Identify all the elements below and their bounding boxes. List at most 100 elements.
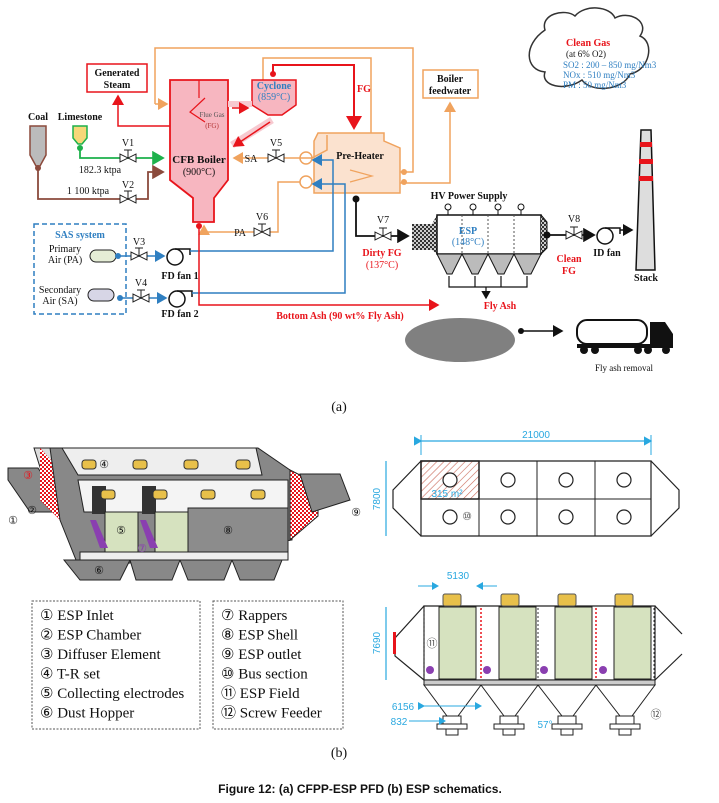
legend-item: ⑨ ESP outlet: [221, 647, 302, 663]
valve-v7-label: V7: [377, 215, 389, 226]
flue-gas-abbr: (FG): [205, 122, 219, 130]
limestone-hopper: [72, 125, 88, 145]
fly-ash-removal-label: Fly ash removal: [595, 363, 653, 373]
sas-system-box: [33, 223, 127, 315]
secondary-air-filter-icon: [87, 288, 115, 302]
esp-name: ESP: [459, 226, 477, 237]
clean-fg-label-2: FG: [562, 266, 576, 277]
boiler-name: CFB Boiler: [172, 154, 226, 166]
truck-icon: [576, 319, 673, 354]
cfb-boiler: [169, 79, 229, 223]
cyclone-name: Cyclone: [257, 81, 292, 92]
generated-steam-label-1: Generated: [95, 68, 140, 79]
stack-label: Stack: [634, 273, 658, 284]
callout-8: ⑧: [223, 525, 233, 537]
valve-v8[interactable]: [565, 226, 583, 240]
boiler-temp: (900°C): [183, 167, 215, 178]
legend-box-left: [31, 600, 201, 730]
legend-item: ③ Diffuser Element: [40, 647, 161, 663]
legend-item: ⑦ Rappers: [221, 608, 288, 624]
legend-item: ② ESP Chamber: [40, 628, 141, 644]
legend-item: ④ T-R set: [40, 667, 101, 683]
valve-v1[interactable]: [119, 149, 137, 163]
valve-v7[interactable]: [374, 227, 392, 241]
fd-fan-1-icon[interactable]: [166, 248, 191, 266]
primary-air-label-1: Primary: [49, 244, 81, 255]
dirty-fg-temp: (137°C): [366, 260, 398, 271]
callout-5: ⑤: [116, 525, 126, 537]
valve-v8-label: V8: [568, 214, 580, 225]
coal-label: Coal: [28, 112, 48, 123]
legend-item: ⑫ Screw Feeder: [221, 705, 322, 722]
esp-unit: [436, 214, 542, 255]
valve-v6[interactable]: [253, 223, 271, 237]
esp-inlet-diffuser: [412, 224, 432, 250]
valve-v3[interactable]: [130, 247, 148, 261]
legend-item: ① ESP Inlet: [40, 608, 115, 624]
stack-icon: [635, 129, 656, 271]
callout-9: ⑨: [351, 507, 361, 519]
valve-v6-label: V6: [256, 212, 268, 223]
valve-v5[interactable]: [267, 149, 285, 163]
callout-4: ④: [99, 459, 109, 471]
feedwater-line: [400, 101, 456, 184]
generated-steam-label-2: Steam: [104, 80, 131, 91]
fg-line: [272, 64, 362, 130]
clean-gas-nox: NOx : 510 mg/Nm3: [563, 70, 636, 80]
pa-air-line: [190, 154, 334, 252]
dim-hopper-bottom: 832: [391, 717, 408, 728]
valve-v4[interactable]: [132, 289, 150, 303]
valve-v5-label: V5: [270, 138, 282, 149]
callout-12: ⑫: [651, 708, 662, 721]
dim-angle: 57°: [537, 720, 552, 731]
clean-gas-pm: PM : 50 mg/Nm3: [563, 80, 627, 90]
sa-label: SA: [245, 154, 259, 165]
pa-label: PA: [234, 228, 247, 239]
limestone-label: Limestone: [58, 112, 103, 123]
boiler-coil-icon: [189, 97, 206, 123]
esp-top-view: [392, 460, 680, 537]
legend-box-right: [212, 600, 344, 730]
secondary-air-label-1: Secondary: [39, 285, 81, 296]
id-fan-label: ID fan: [593, 248, 621, 259]
valve-v4-label: V4: [135, 278, 147, 289]
valve-v2-label: V2: [122, 180, 134, 191]
dim-width: 7800: [372, 487, 383, 510]
secondary-air-label-2: Air (SA): [42, 296, 77, 307]
pre-heater: [313, 132, 401, 194]
bottom-ash-label: Bottom Ash (90 wt% Fly Ash): [276, 311, 404, 322]
hv-power-terminals: [444, 203, 525, 215]
dim-field-width: 5130: [447, 571, 470, 582]
dirty-fg-label: Dirty FG: [362, 248, 401, 259]
callout-2: ②: [27, 505, 37, 517]
fg-label: FG: [357, 84, 371, 95]
callout-3: ③: [23, 470, 33, 482]
heat-exchanger-pa-icon: [299, 175, 313, 189]
dim-height: 7690: [372, 631, 383, 654]
legend-item: ⑩ Bus section: [221, 667, 308, 683]
esp-hoppers: [436, 253, 542, 275]
bottom-ash-line: [198, 226, 440, 311]
fd-fan-2-icon[interactable]: [168, 290, 193, 308]
part-a-label: (a): [331, 400, 347, 415]
legend-item: ⑥ Dust Hopper: [40, 706, 134, 722]
dim-hopper-top: 6156: [392, 702, 415, 713]
legend-left: ① ESP Inlet ② ESP Chamber ③ Diffuser Eleme…: [40, 608, 184, 722]
feedwater-loop: [154, 47, 414, 173]
fd-fan-1-label: FD fan 1: [161, 271, 198, 282]
boiler-feedwater-label-2: feedwater: [429, 86, 472, 97]
cyclone-temp: (859°C): [258, 92, 290, 103]
valve-v3-label: V3: [133, 237, 145, 248]
dim-area: 315 m²: [431, 489, 463, 500]
clean-gas-cloud: [528, 7, 650, 90]
flue-gas-label: Flue Gas: [199, 111, 224, 119]
clean-gas-title: Clean Gas: [566, 38, 610, 49]
callout-11: ⑪: [427, 637, 438, 650]
valve-v2[interactable]: [119, 190, 137, 204]
primary-air-filter-icon: [89, 249, 117, 263]
boiler-feedwater-box: [422, 69, 479, 99]
id-fan-icon[interactable]: [596, 227, 621, 245]
clean-fg-label-1: Clean: [557, 254, 582, 265]
